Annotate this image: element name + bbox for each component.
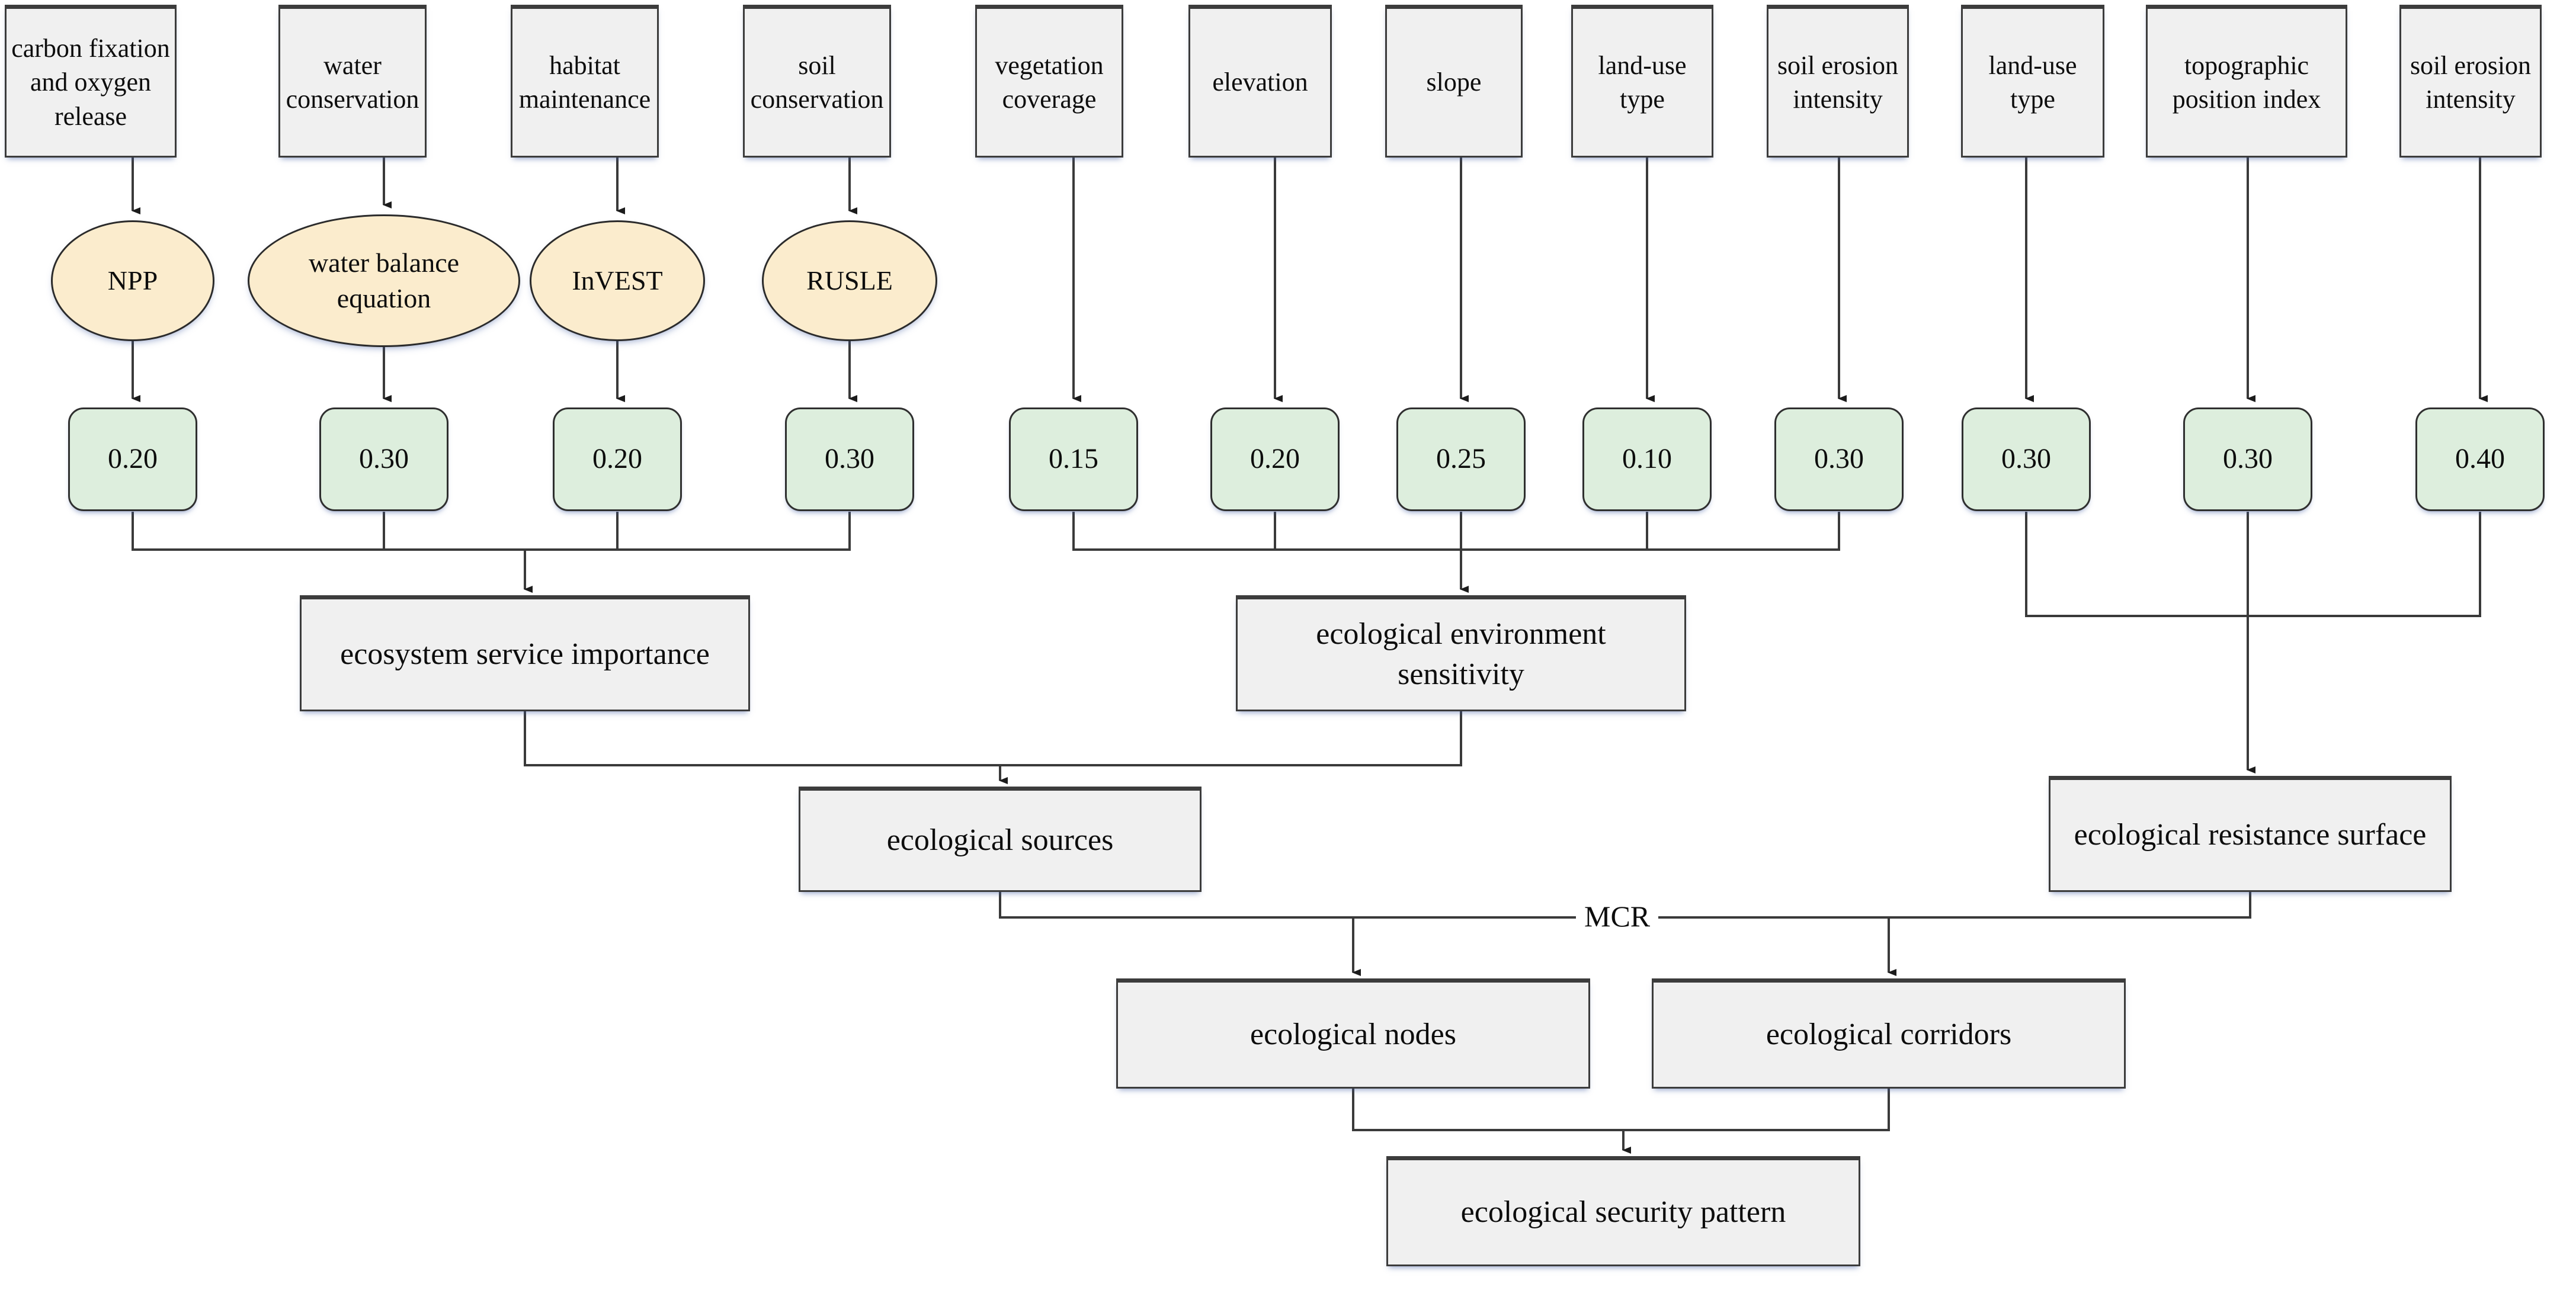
indicator-elevation[interactable]: elevation bbox=[1188, 5, 1332, 158]
weight-vegetation-coverage[interactable]: 0.15 bbox=[1009, 407, 1138, 511]
model-npp[interactable]: NPP bbox=[51, 220, 214, 341]
indicator-vegetation-coverage[interactable]: vegetation coverage bbox=[975, 5, 1123, 158]
weight-topographic-position-index[interactable]: 0.30 bbox=[2183, 407, 2312, 511]
node-ecological-corridors[interactable]: ecological corridors bbox=[1652, 978, 2126, 1089]
edge-label-mcr: MCR bbox=[1576, 901, 1659, 931]
node-ecological-security-pattern[interactable]: ecological security pattern bbox=[1386, 1156, 1860, 1266]
indicator-soil-erosion-intensity-resistance[interactable]: soil erosion intensity bbox=[2399, 5, 2542, 158]
node-ecological-sources[interactable]: ecological sources bbox=[799, 787, 1202, 892]
weight-soil-erosion-intensity-resistance[interactable]: 0.40 bbox=[2415, 407, 2545, 511]
node-ecological-resistance-surface[interactable]: ecological resistance surface bbox=[2049, 776, 2452, 892]
weight-elevation[interactable]: 0.20 bbox=[1210, 407, 1340, 511]
weight-land-use-type-resistance[interactable]: 0.30 bbox=[1962, 407, 2091, 511]
node-ecological-environment-sensitivity[interactable]: ecological environment sensitivity bbox=[1236, 595, 1686, 711]
node-ecosystem-service-importance[interactable]: ecosystem service importance bbox=[300, 595, 750, 711]
model-rusle[interactable]: RUSLE bbox=[762, 220, 937, 341]
node-ecological-nodes[interactable]: ecological nodes bbox=[1116, 978, 1590, 1089]
indicator-soil-erosion-intensity-sensitivity[interactable]: soil erosion intensity bbox=[1767, 5, 1909, 158]
indicator-slope[interactable]: slope bbox=[1385, 5, 1523, 158]
weight-soil-erosion-intensity-sensitivity[interactable]: 0.30 bbox=[1774, 407, 1904, 511]
weight-water-conservation[interactable]: 0.30 bbox=[319, 407, 448, 511]
weight-land-use-type-sensitivity[interactable]: 0.10 bbox=[1582, 407, 1712, 511]
indicator-water-conservation[interactable]: water conservation bbox=[278, 5, 427, 158]
weight-slope[interactable]: 0.25 bbox=[1396, 407, 1526, 511]
indicator-carbon-fixation[interactable]: carbon fixation and oxygen release bbox=[5, 5, 177, 158]
indicator-habitat-maintenance[interactable]: habitat maintenance bbox=[511, 5, 659, 158]
indicator-land-use-type-sensitivity[interactable]: land-use type bbox=[1571, 5, 1713, 158]
weight-soil-conservation[interactable]: 0.30 bbox=[785, 407, 914, 511]
model-invest[interactable]: InVEST bbox=[530, 220, 705, 341]
indicator-land-use-type-resistance[interactable]: land-use type bbox=[1961, 5, 2104, 158]
weight-habitat-maintenance[interactable]: 0.20 bbox=[553, 407, 682, 511]
indicator-topographic-position-index[interactable]: topographic position index bbox=[2146, 5, 2347, 158]
model-water-balance-equation[interactable]: water balance equation bbox=[248, 214, 520, 347]
indicator-soil-conservation[interactable]: soil conservation bbox=[743, 5, 891, 158]
weight-carbon-fixation[interactable]: 0.20 bbox=[68, 407, 197, 511]
